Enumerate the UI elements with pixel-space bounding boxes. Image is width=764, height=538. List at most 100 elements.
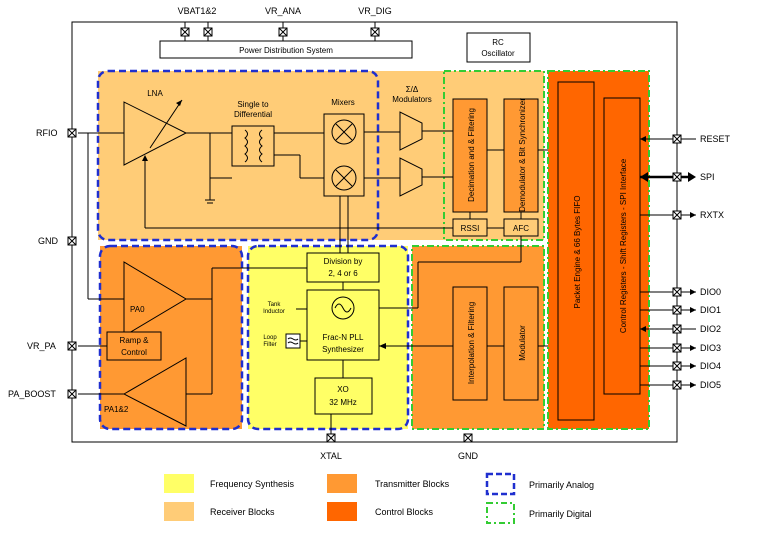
xo-label-1: XO — [337, 385, 349, 394]
loop-filter-waves-icon — [287, 337, 299, 345]
pin-pa-boost-marker — [67, 389, 77, 399]
vco-sine-icon — [334, 303, 352, 313]
pin-reset-marker — [672, 134, 682, 144]
mixers-block — [323, 113, 365, 197]
pin-rfio-marker — [67, 128, 77, 138]
pin-spi-marker — [672, 172, 682, 182]
control-pin-wires — [640, 138, 696, 386]
pin-spi-label: SPI — [700, 172, 715, 182]
pin-dio3-label: DIO3 — [700, 343, 721, 353]
pin-dio4-label: DIO4 — [700, 361, 721, 371]
single-diff-label-2: Differential — [234, 110, 272, 119]
pa12-label: PA1&2 — [104, 405, 129, 414]
legend-receiver-blocks: Receiver Blocks — [210, 507, 275, 517]
rc-oscillator-label-1: RC — [492, 38, 504, 47]
synth-wires — [296, 236, 522, 438]
power-distribution-block — [159, 40, 413, 59]
balun-block — [231, 125, 275, 167]
pin-gnd-bottom-label: GND — [458, 451, 479, 461]
pin-vr-ana-label: VR_ANA — [265, 6, 301, 16]
digital-outline-tx — [411, 245, 545, 430]
loop-label-1: Loop — [263, 335, 277, 341]
loop-filter-icon — [285, 333, 301, 349]
packet-engine-label: Packet Engine & 66 Bytes FIFO — [573, 196, 582, 309]
legend-swatch-receiver — [164, 502, 194, 521]
pin-vr-pa-marker — [67, 341, 77, 351]
decimation-label: Decimation and & Filtering — [467, 108, 476, 202]
pin-vr-dig-label: VR_DIG — [358, 6, 392, 16]
pin-markers — [67, 27, 682, 443]
decimation-block — [452, 98, 488, 213]
mixers-label: Mixers — [331, 98, 355, 107]
control-registers-block — [603, 97, 641, 395]
lna-gain-arrowhead — [176, 100, 182, 106]
loop-label-2: Filter — [263, 342, 276, 348]
spi-arrow-right — [688, 172, 696, 182]
pin-dio2-label: DIO2 — [700, 324, 721, 334]
spi-arrow-left — [640, 172, 648, 182]
legend-primarily-digital: Primarily Digital — [529, 509, 592, 519]
sigma-delta-modulator-2 — [399, 157, 423, 197]
pin-rxtx-marker — [672, 210, 682, 220]
pin-vbat-label: VBAT1&2 — [178, 6, 217, 16]
interpolation-block — [452, 286, 488, 401]
control-registers-label: Control Registers - Shift Registers - SP… — [619, 158, 628, 333]
modulator-label: Modulator — [518, 325, 527, 361]
balun-coils — [244, 129, 263, 163]
division-block — [306, 252, 380, 283]
power-distribution-label: Power Distribution System — [239, 46, 333, 55]
pin-dio5-label: DIO5 — [700, 380, 721, 390]
pa0-label: PA0 — [130, 305, 145, 314]
legend-swatch-digital — [486, 502, 515, 524]
division-label-2: 2, 4 or 6 — [328, 269, 358, 278]
legend-swatch-frequency-synthesis — [164, 474, 194, 493]
sigma-delta-label-2: Modulators — [392, 95, 432, 104]
pin-dio2-marker — [672, 324, 682, 334]
rssi-feedback-arrowhead — [142, 155, 148, 161]
pll-input-arrowhead — [379, 343, 386, 349]
receiver-wires — [78, 130, 548, 254]
modulator-block — [503, 286, 539, 401]
afc-label: AFC — [513, 224, 529, 233]
pin-xtal-marker — [326, 433, 336, 443]
ramp-label-1: Ramp & — [120, 336, 150, 345]
analog-outline-synth — [246, 244, 410, 431]
legend-control-blocks: Control Blocks — [375, 507, 434, 517]
pin-dio0-marker — [672, 287, 682, 297]
xo-label-2: 32 MHz — [329, 398, 357, 407]
pll-label-2: Synthesizer — [322, 345, 364, 354]
legend-frequency-synthesis: Frequency Synthesis — [210, 479, 295, 489]
legend-swatch-transmitter — [327, 474, 357, 493]
pa-wires — [78, 133, 310, 395]
sigma-delta-label-1: Σ/Δ — [406, 85, 419, 94]
pin-rfio-label: RFIO — [36, 128, 58, 138]
pin-gnd-left-marker — [67, 236, 77, 246]
lna-label: LNA — [147, 89, 163, 98]
pin-dio3-marker — [672, 343, 682, 353]
digital-outline-rx — [443, 70, 545, 241]
sigma-delta-modulator-1 — [399, 111, 423, 151]
pin-dio4-marker — [672, 361, 682, 371]
pin-dio1-marker — [672, 305, 682, 315]
rc-oscillator-label-2: Oscillator — [481, 49, 515, 58]
mixer-symbols — [331, 119, 357, 191]
lna-gain-arrow — [149, 99, 183, 149]
analog-outline-pa — [98, 244, 244, 431]
legend-swatch-control — [327, 502, 357, 521]
pin-vbat-marker — [203, 27, 213, 37]
pin-vr-pa-label: VR_PA — [27, 341, 56, 351]
interpolation-label: Interpolation & Filtering — [467, 302, 476, 384]
rssi-label: RSSI — [461, 224, 480, 233]
control-pin-arrows — [640, 136, 696, 388]
pll-label-1: Frac-N PLL — [323, 333, 364, 342]
legend-swatch-analog — [485, 472, 516, 496]
digital-outline-ctrl — [547, 70, 650, 430]
pin-gnd-left-label: GND — [38, 236, 59, 246]
tank-label-2: Inductor — [263, 309, 285, 315]
xo-block — [314, 377, 373, 415]
pin-dio5-marker — [672, 380, 682, 390]
ramp-control-block — [106, 331, 162, 361]
rc-oscillator-block — [466, 32, 531, 63]
